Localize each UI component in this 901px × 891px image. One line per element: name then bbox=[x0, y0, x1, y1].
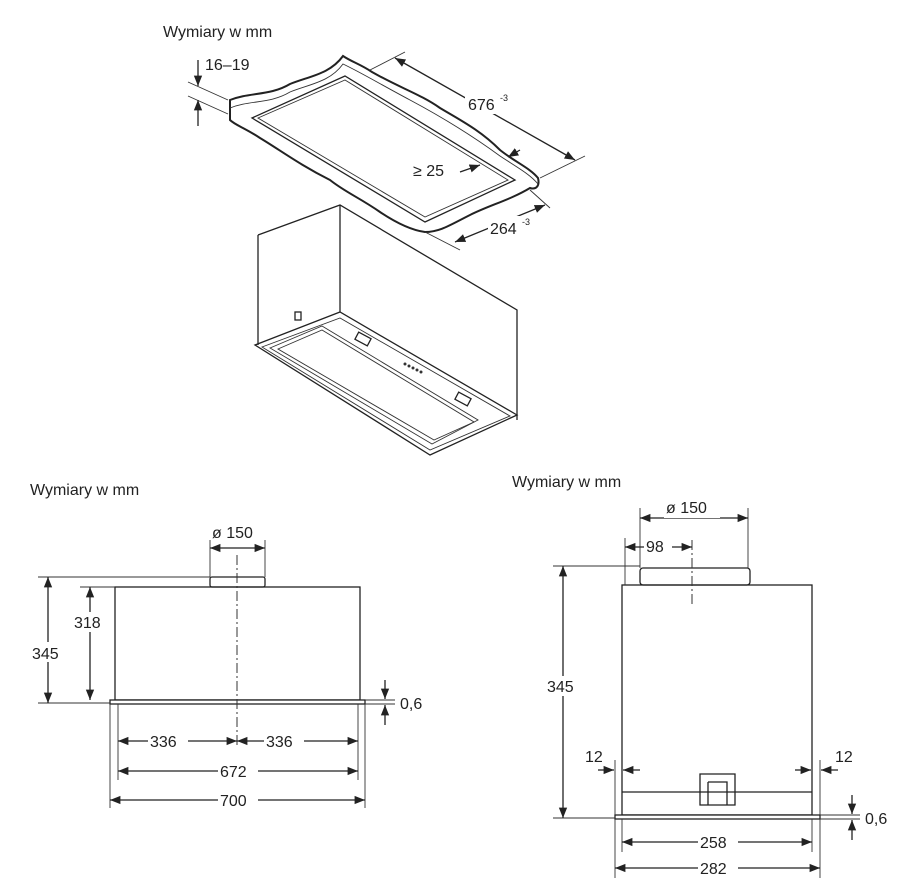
exhaust-duct-side bbox=[639, 567, 751, 586]
isometric-view: Wymiary w mm 16–19 676 -3 ≥ 25 bbox=[163, 24, 586, 456]
body-height-label: 318 bbox=[74, 615, 101, 632]
side-view: Wymiary w mm ø 150 98 345 12 12 0,6 bbox=[512, 474, 887, 878]
isometric-view-title: Wymiary w mm bbox=[163, 24, 272, 41]
left-half-width-label: 336 bbox=[150, 734, 177, 751]
total-width-label: 700 bbox=[220, 793, 247, 810]
length-dimension: 676 -3 bbox=[369, 51, 586, 179]
width-label: 264 bbox=[490, 221, 517, 238]
width-tolerance: -3 bbox=[522, 217, 530, 227]
plate-thickness-label: 0,6 bbox=[400, 696, 422, 713]
min-edge-dimension: ≥ 25 bbox=[413, 148, 521, 180]
body-depth-label: 258 bbox=[700, 835, 727, 852]
thickness-label: 16–19 bbox=[205, 57, 250, 74]
control-buttons bbox=[403, 362, 423, 374]
side-view-title: Wymiary w mm bbox=[512, 474, 621, 491]
duct-diameter-label: ø 150 bbox=[212, 525, 253, 542]
side-plate-thickness-label: 0,6 bbox=[865, 811, 887, 828]
left-gap-label: 12 bbox=[585, 749, 603, 766]
light-icon bbox=[354, 331, 372, 347]
total-height-label: 345 bbox=[32, 646, 59, 663]
hood-unit-isometric bbox=[253, 204, 519, 456]
hood-body-side bbox=[621, 584, 813, 816]
side-total-height-label: 345 bbox=[547, 679, 574, 696]
right-gap-label: 12 bbox=[835, 749, 853, 766]
thickness-dimension: 16–19 bbox=[187, 57, 250, 126]
side-plate bbox=[614, 814, 821, 820]
total-depth-label: 282 bbox=[700, 861, 727, 878]
side-duct-diameter-label: ø 150 bbox=[666, 500, 707, 517]
length-label: 676 bbox=[468, 97, 495, 114]
cabinet-cutout bbox=[229, 54, 540, 234]
front-view-title: Wymiary w mm bbox=[30, 482, 139, 499]
right-half-width-label: 336 bbox=[266, 734, 293, 751]
grease-filter-handle bbox=[699, 773, 736, 806]
length-tolerance: -3 bbox=[500, 93, 508, 103]
min-edge-label: ≥ 25 bbox=[413, 163, 444, 180]
light-icon bbox=[454, 391, 472, 407]
body-width-label: 672 bbox=[220, 764, 247, 781]
front-view: Wymiary w mm ø 150 345 318 0,6 336 336 bbox=[30, 482, 422, 810]
width-dimension: 264 -3 bbox=[424, 189, 551, 251]
duct-offset-label: 98 bbox=[646, 539, 664, 556]
bracket-icon bbox=[294, 311, 302, 321]
